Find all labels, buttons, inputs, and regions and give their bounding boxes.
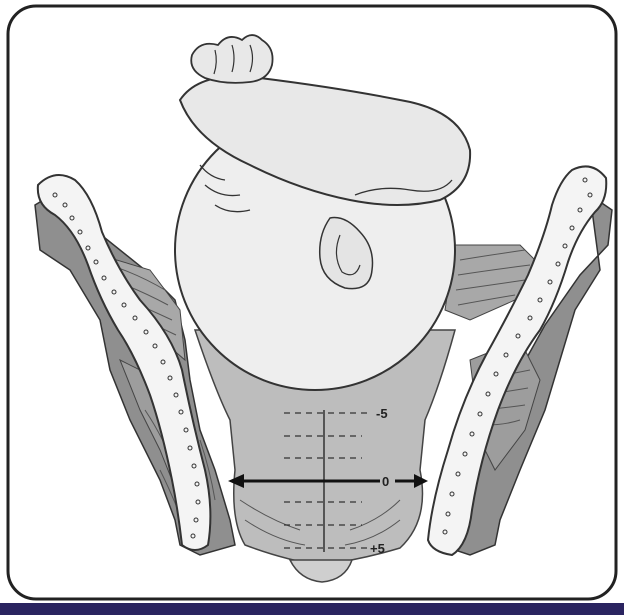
station-label-minus5: -5	[376, 406, 388, 421]
bottom-bar	[0, 603, 624, 615]
station-label-plus5: +5	[370, 541, 385, 556]
station-label-zero: 0	[382, 474, 389, 489]
